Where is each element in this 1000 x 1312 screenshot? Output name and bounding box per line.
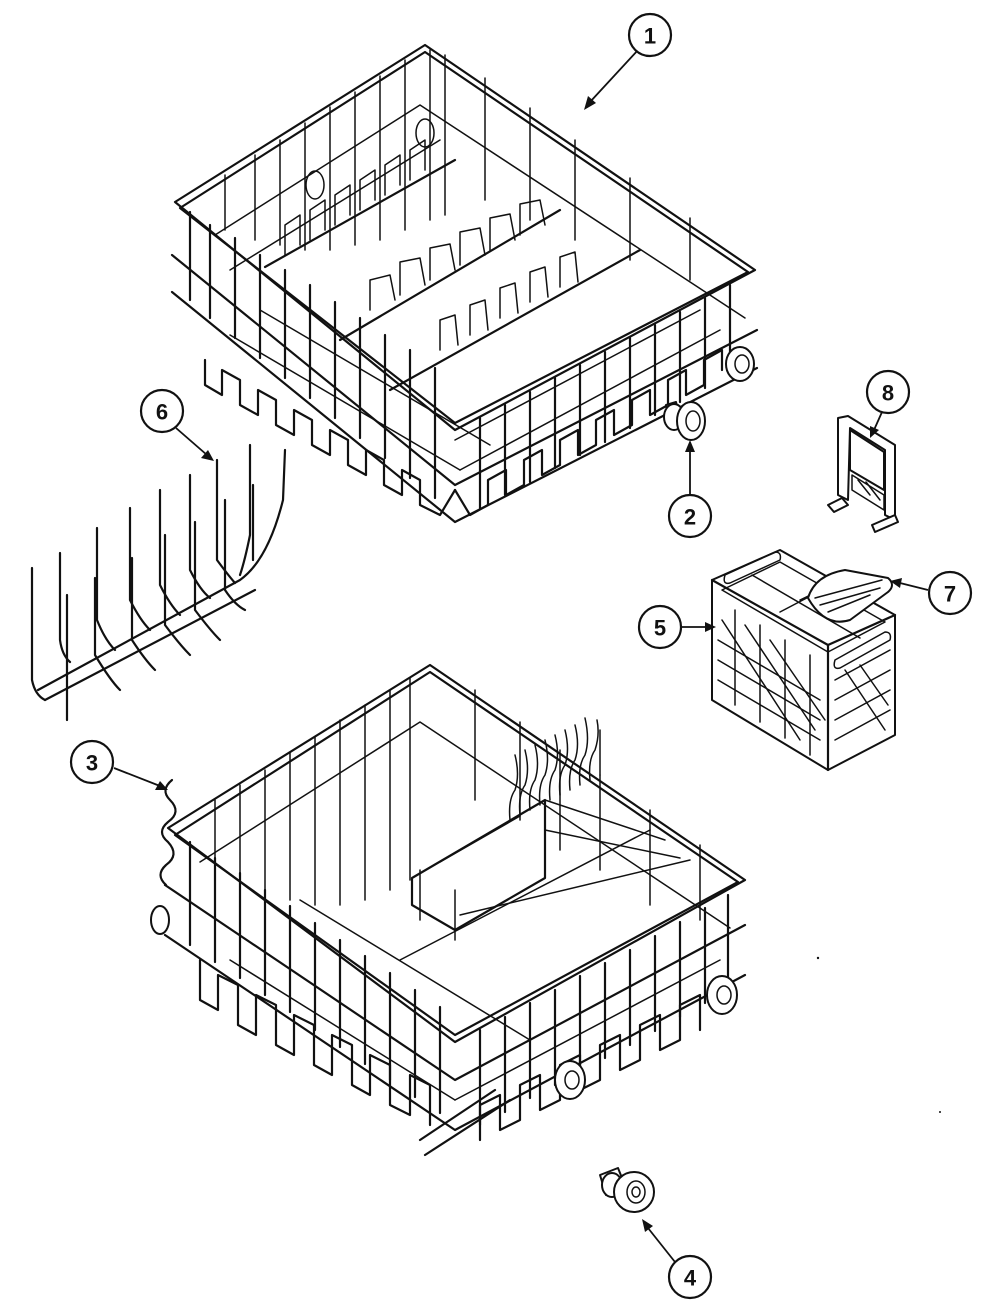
callout-5: 5 — [637, 604, 683, 650]
lower-rack-side-wheel — [706, 975, 738, 1015]
callout-4: 4 — [667, 1254, 713, 1300]
callout-2: 2 — [667, 493, 713, 539]
speck — [816, 956, 820, 960]
upper-rack-wheel — [663, 401, 706, 441]
fold-down-tine-row — [30, 443, 287, 722]
callout-label: 6 — [156, 400, 168, 425]
callout-leaders — [113, 49, 929, 1263]
callout-1: 1 — [627, 12, 673, 58]
callout-label: 7 — [944, 582, 956, 607]
basket-handle-insert — [827, 415, 899, 533]
lower-rack — [150, 663, 747, 1157]
upper-rack — [170, 43, 759, 524]
callout-8: 8 — [865, 369, 911, 415]
basket-lid — [807, 569, 893, 623]
callout-label: 3 — [86, 751, 98, 776]
callout-label: 4 — [684, 1266, 697, 1291]
upper-rack-side-wheel — [725, 346, 755, 382]
callout-3: 3 — [69, 739, 115, 785]
lower-rack-wheel — [599, 1167, 655, 1213]
callout-7: 7 — [927, 570, 973, 616]
callout-label: 2 — [684, 505, 696, 530]
callout-label: 8 — [882, 381, 894, 406]
callout-label: 5 — [654, 616, 666, 641]
lower-rack-front-wheel — [554, 1060, 586, 1100]
callout-6: 6 — [139, 388, 185, 434]
callout-label: 1 — [644, 24, 656, 49]
speck — [939, 1111, 941, 1113]
